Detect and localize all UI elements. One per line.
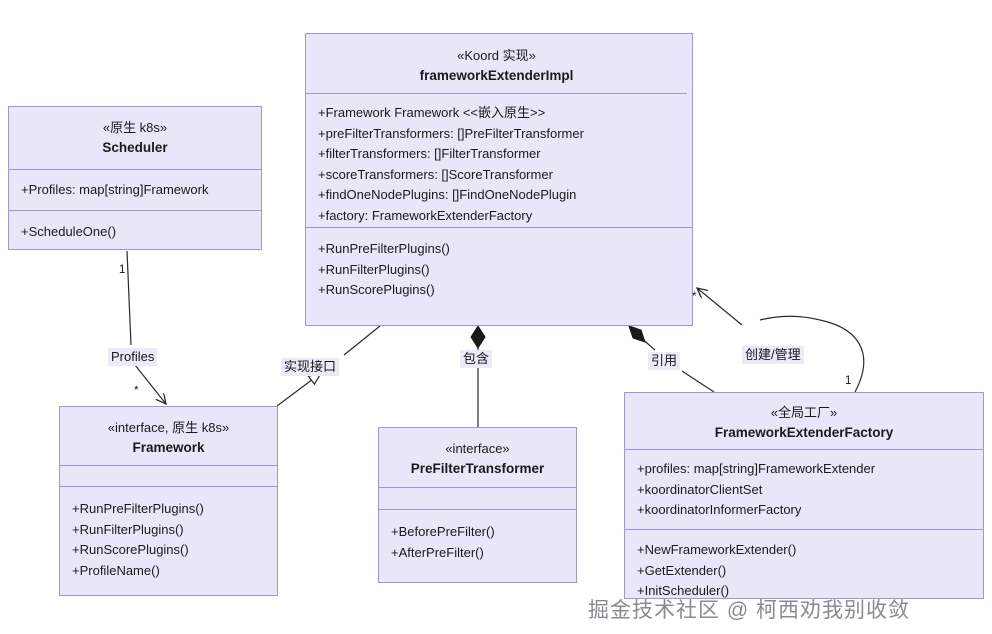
edge-label-reference: 引用 — [648, 352, 681, 370]
operation-row: +RunFilterPlugins() — [318, 261, 430, 277]
edge-profiles — [126, 250, 166, 404]
operations-compartment: +NewFrameworkExtender() +GetExtender() +… — [625, 530, 983, 600]
class-box-pre-filter-transformer[interactable]: «interface» PreFilterTransformer +Before… — [378, 427, 577, 583]
operation-row: +RunScorePlugins() — [72, 542, 189, 557]
operation-row: +RunFilterPlugins() — [72, 521, 184, 537]
class-name: PreFilterTransformer — [410, 461, 545, 476]
operation-row: +AfterPreFilter() — [391, 544, 484, 560]
class-box-scheduler[interactable]: «原生 k8s» Scheduler +Profiles: map[string… — [8, 106, 262, 250]
attributes-compartment — [60, 466, 277, 487]
attribute-row: +profiles: map[string]FrameworkExtender — [637, 461, 876, 476]
attributes-compartment: +profiles: map[string]FrameworkExtender … — [625, 450, 983, 530]
attribute-row: +koordinatorClientSet — [637, 481, 763, 497]
operation-row: +RunScorePlugins() — [318, 282, 435, 297]
attributes-compartment — [379, 488, 576, 510]
attribute-row: +preFilterTransformers: []PreFilterTrans… — [318, 125, 584, 141]
edge-label-profiles: Profiles — [108, 348, 158, 366]
watermark: 掘金技术社区 @ 柯西劝我别收敛 — [588, 599, 910, 622]
class-stereotype: «interface» — [445, 441, 510, 456]
operations-compartment: +RunPreFilterPlugins() +RunFilterPlugins… — [306, 228, 692, 326]
multiplicity-profiles-source: 1 — [119, 264, 126, 276]
class-header: «interface» PreFilterTransformer — [379, 428, 576, 488]
class-name: Framework — [132, 440, 205, 455]
attribute-row: +Profiles: map[string]Framework — [21, 182, 209, 197]
attribute-row: +findOneNodePlugins: []FindOneNodePlugin — [318, 187, 577, 202]
edge-label-composition: 包含 — [460, 350, 493, 368]
attribute-row: +scoreTransformers: []ScoreTransformer — [318, 166, 553, 182]
class-stereotype: «Koord 实现» — [457, 48, 536, 63]
operation-row: +BeforePreFilter() — [391, 524, 495, 539]
attribute-row: +filterTransformers: []FilterTransformer — [318, 146, 541, 161]
class-box-framework-extender-factory[interactable]: «全局工厂» FrameworkExtenderFactory +profile… — [624, 392, 984, 599]
attributes-compartment: +Profiles: map[string]Framework — [9, 170, 261, 211]
edge-composition — [470, 325, 486, 427]
class-box-framework[interactable]: «interface, 原生 k8s» Framework +RunPreFil… — [59, 406, 278, 596]
edge-create-manage — [697, 288, 865, 393]
attribute-row: +koordinatorInformerFactory — [637, 502, 802, 517]
operations-compartment: +RunPreFilterPlugins() +RunFilterPlugins… — [60, 487, 277, 597]
attribute-row: +factory: FrameworkExtenderFactory — [318, 207, 533, 223]
multiplicity-create-manage-source: 1 — [845, 375, 852, 387]
class-name: Scheduler — [102, 140, 168, 155]
operation-row: +InitScheduler() — [637, 583, 730, 598]
class-header: «Koord 实现» frameworkExtenderImpl — [306, 34, 687, 94]
operation-row: +RunPreFilterPlugins() — [72, 501, 204, 516]
class-box-framework-extender-impl[interactable]: «Koord 实现» frameworkExtenderImpl +Framew… — [305, 33, 693, 326]
class-header: «全局工厂» FrameworkExtenderFactory — [625, 393, 983, 450]
operation-row: +ProfileName() — [72, 562, 160, 578]
class-name: frameworkExtenderImpl — [419, 68, 574, 83]
class-stereotype: «原生 k8s» — [102, 120, 168, 135]
edge-label-create-manage: 创建/管理 — [742, 346, 804, 364]
operation-row: +ScheduleOne() — [21, 224, 117, 239]
class-stereotype: «interface, 原生 k8s» — [107, 420, 230, 435]
operation-row: +RunPreFilterPlugins() — [318, 241, 450, 256]
attribute-row: +Framework Framework <<嵌入原生>> — [318, 105, 546, 120]
attributes-compartment: +Framework Framework <<嵌入原生>> +preFilter… — [306, 94, 692, 228]
operations-compartment: +BeforePreFilter() +AfterPreFilter() — [379, 510, 576, 584]
multiplicity-create-manage-target: * — [692, 291, 697, 303]
operation-row: +GetExtender() — [637, 562, 727, 578]
multiplicity-profiles-target: * — [134, 385, 139, 397]
class-header: «原生 k8s» Scheduler — [9, 107, 261, 170]
class-name: FrameworkExtenderFactory — [714, 425, 894, 440]
class-header: «interface, 原生 k8s» Framework — [60, 407, 277, 466]
operation-row: +NewFrameworkExtender() — [637, 542, 797, 557]
edge-label-realization: 实现接口 — [281, 358, 340, 376]
class-stereotype: «全局工厂» — [770, 405, 838, 420]
operations-compartment: +ScheduleOne() — [9, 211, 261, 251]
